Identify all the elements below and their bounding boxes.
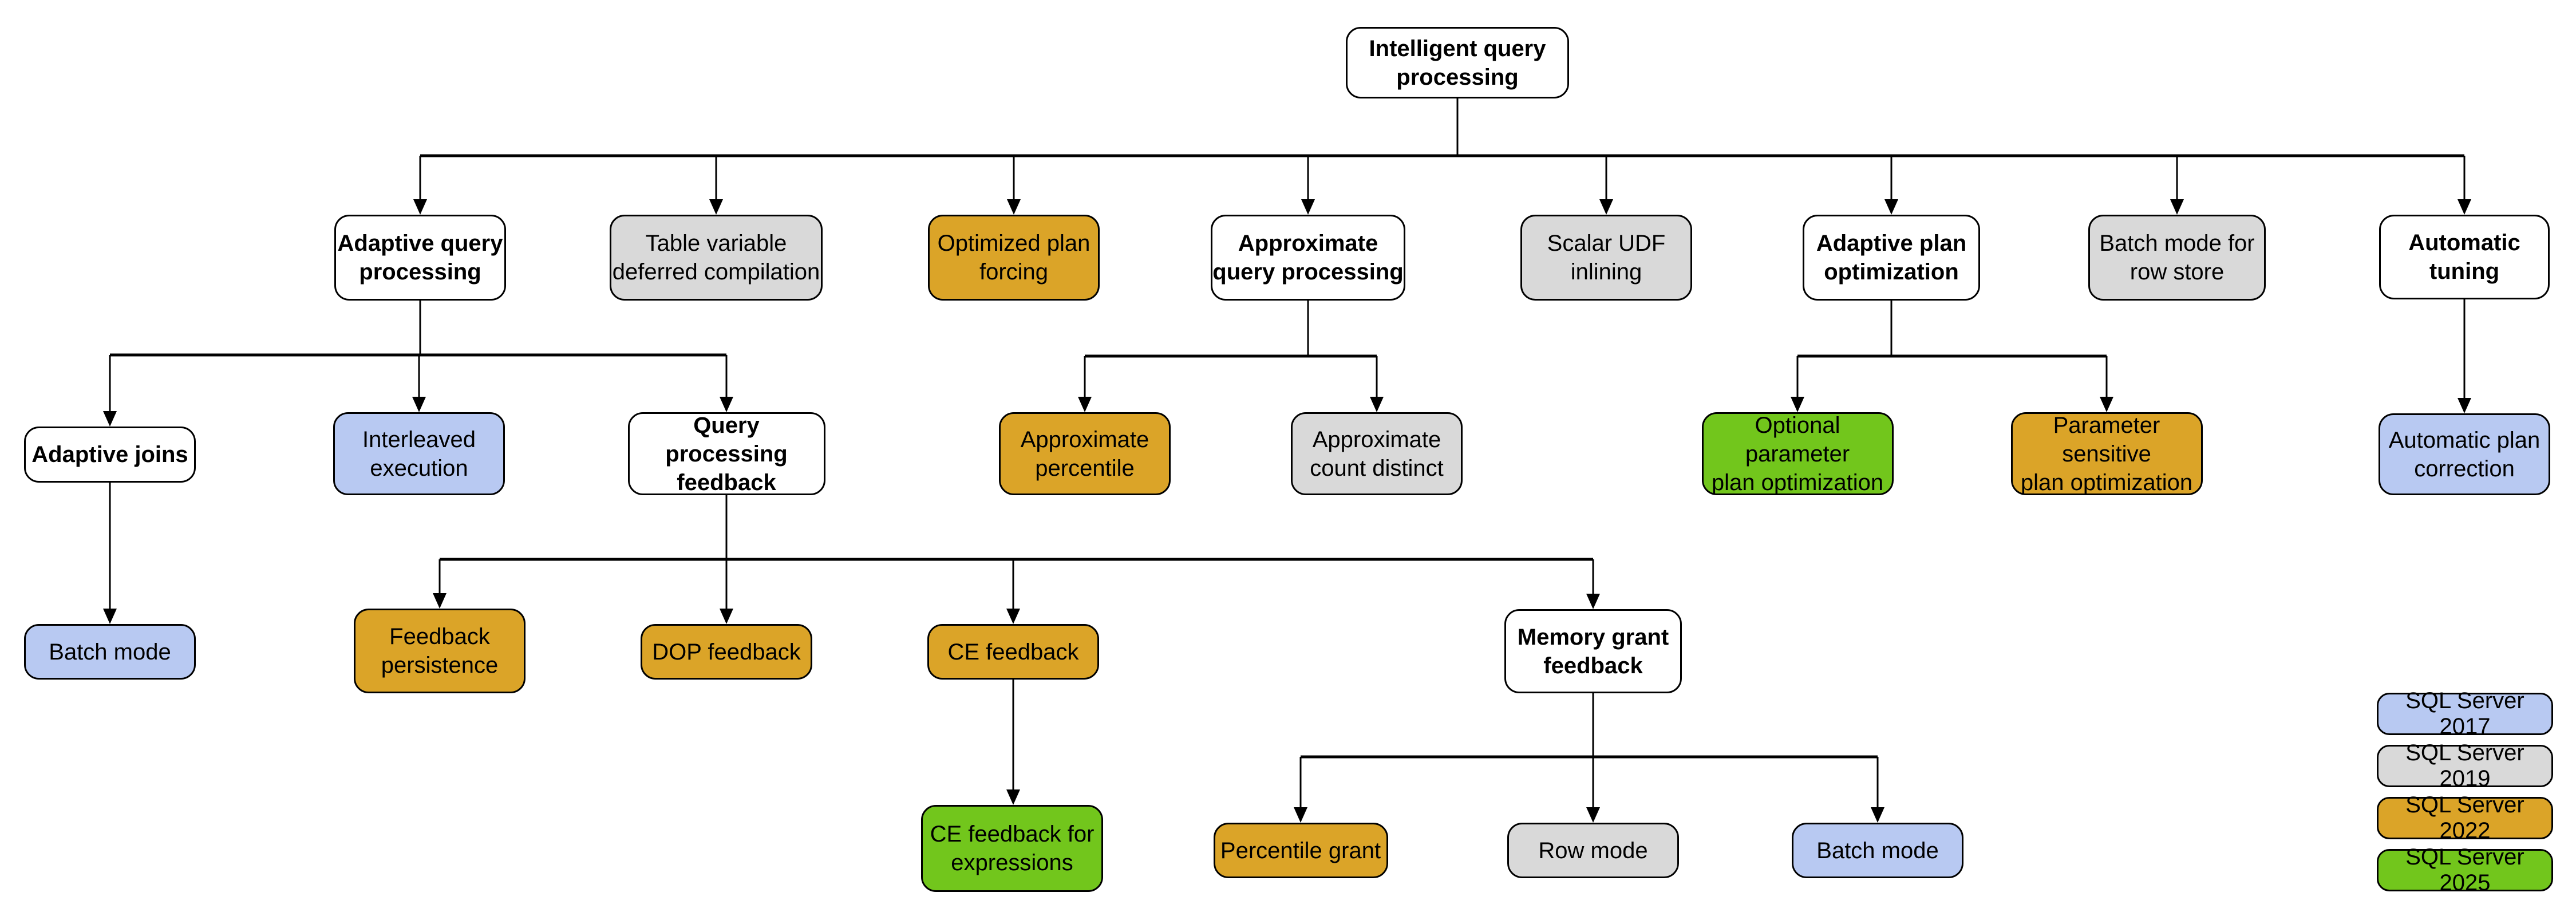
node-dop-feedback: DOP feedback [641,624,812,680]
node-interleaved-execution: Interleaved execution [333,412,505,495]
legend-item-sql-server-2022: SQL Server 2022 [2377,792,2553,843]
node-adaptive-joins: Adaptive joins [24,427,196,483]
node-ce-feedback-for-expressions: CE feedback for expressions [921,805,1103,892]
node-parameter-sensitive-plan-optimization: Parameter sensitive plan optimization [2010,412,2203,495]
node-batch-mode-memory-grant: Batch mode [1792,823,1963,878]
node-optional-parameter-plan-optimization: Optional parameter plan optimization [1701,412,1894,495]
node-row-mode: Row mode [1507,823,1679,878]
node-percentile-grant: Percentile grant [1213,823,1388,878]
node-memory-grant-feedback: Memory grant feedback [1504,609,1682,693]
arrowhead-icon [720,397,733,412]
arrowhead-icon [1007,199,1021,215]
node-adaptive-plan-optimization: Adaptive plan optimization [1803,215,1980,301]
node-approximate-percentile: Approximate percentile [999,412,1171,495]
arrowhead-icon [1370,397,1384,412]
arrowhead-icon [1078,397,1092,412]
arrowhead-icon [1294,807,1307,823]
arrowhead-icon [1586,594,1600,609]
legend-item-sql-server-2025: SQL Server 2025 [2377,844,2553,895]
node-automatic-tuning: Automatic tuning [2379,215,2550,299]
node-automatic-plan-correction: Automatic plan correction [2379,413,2550,495]
arrowhead-icon [433,593,447,609]
arrowhead-icon [1006,609,1020,624]
legend-item-sql-server-2019: SQL Server 2019 [2377,740,2553,791]
arrowhead-icon [709,199,723,215]
arrowhead-icon [1586,807,1600,823]
node-intelligent-query-processing: Intelligent query processing [1346,27,1569,98]
arrowhead-icon [1301,199,1315,215]
node-ce-feedback: CE feedback [927,624,1099,680]
node-feedback-persistence: Feedback persistence [354,609,526,693]
arrowhead-icon [413,199,427,215]
node-optimized-plan-forcing: Optimized plan forcing [928,215,1100,301]
node-adaptive-query-processing: Adaptive query processing [334,215,506,301]
arrowhead-icon [1871,807,1884,823]
arrowhead-icon [2458,398,2471,413]
arrowhead-icon [2458,199,2471,215]
node-table-variable-deferred-compilation: Table variable deferred compilation [610,215,823,301]
node-approximate-count-distinct: Approximate count distinct [1291,412,1463,495]
node-batch-mode-for-row-store: Batch mode for row store [2088,215,2266,301]
arrowhead-icon [412,397,426,412]
arrowhead-icon [1791,397,1804,412]
arrowhead-icon [2100,397,2113,412]
arrowhead-icon [720,609,733,624]
legend-item-sql-server-2017: SQL Server 2017 [2377,688,2553,739]
node-scalar-udf-inlining: Scalar UDF inlining [1520,215,1692,301]
arrowhead-icon [1006,789,1020,805]
node-approximate-query-processing: Approximate query processing [1211,215,1405,301]
node-query-processing-feedback: Query processing feedback [627,412,825,495]
arrowhead-icon [1884,199,1898,215]
arrowhead-icon [103,609,117,624]
node-batch-mode-adaptive-joins: Batch mode [24,624,196,680]
arrowhead-icon [103,411,117,427]
arrowhead-icon [2170,199,2184,215]
arrowhead-icon [1599,199,1613,215]
